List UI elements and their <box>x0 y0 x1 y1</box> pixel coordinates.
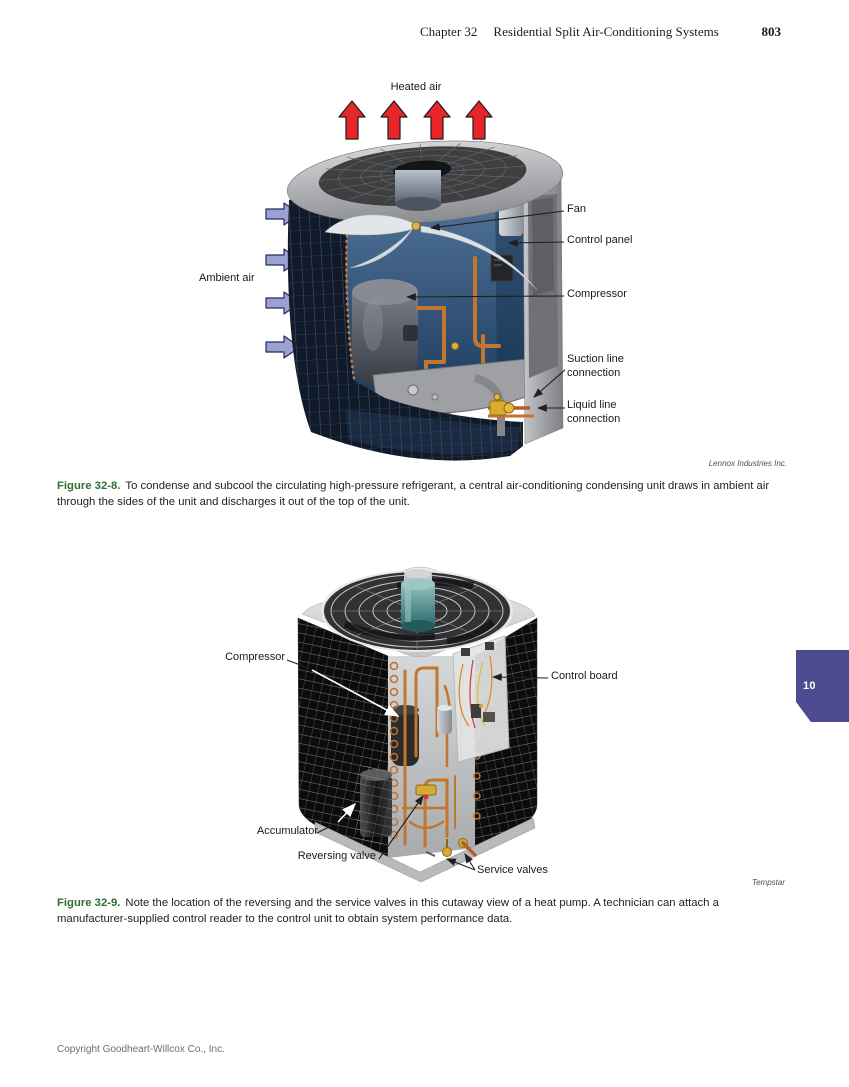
heated-air-arrows-icon <box>338 100 493 140</box>
callout-suction-line: Suction line connection <box>567 353 624 379</box>
callout-leader-lines <box>405 210 565 412</box>
base-rail <box>314 817 536 883</box>
callout-reversing-valve: Reversing valve <box>297 850 376 862</box>
chapter-title: Residential Split Air-Conditioning Syste… <box>493 24 719 39</box>
reversing-valve-shape <box>415 784 437 796</box>
white-leader-arrows <box>311 669 400 823</box>
callout-control-panel: Control panel <box>567 234 633 246</box>
coil-grille <box>287 188 523 461</box>
figure-32-8-text: To condense and subcool the circulating … <box>57 480 770 508</box>
heated-air-label: Heated air <box>390 81 442 93</box>
chapter-section-tab: 10 <box>796 650 849 722</box>
fan-shape <box>324 170 538 291</box>
callout-compressor: Compressor <box>567 288 627 300</box>
page-number: 803 <box>761 24 782 39</box>
fan-motor <box>401 569 435 632</box>
callout-compressor: Compressor <box>225 651 285 663</box>
callout-accumulator: Accumulator <box>256 825 318 837</box>
accumulator-shape <box>355 766 397 844</box>
ambient-air-label: Ambient air <box>199 272 255 284</box>
figure-credit: Tempstar <box>751 878 785 887</box>
callout-service-valves: Service valves <box>477 864 548 876</box>
heat-pump-cutaway-illustration <box>286 566 549 883</box>
callout-leader-lines <box>286 659 549 871</box>
callout-fan: Fan <box>567 203 586 215</box>
service-valves-shape <box>425 838 477 857</box>
control-board-shape <box>452 635 510 763</box>
figure-32-9-text: Note the location of the reversing and t… <box>57 897 719 925</box>
figure-credit: Lennox Industries Inc. <box>708 459 787 468</box>
running-head: Chapter 32 Residential Split Air-Conditi… <box>420 24 781 40</box>
condensing-unit-cutaway-illustration <box>287 140 565 461</box>
figure-32-9-caption: Figure 32-9.Note the location of the rev… <box>57 896 784 927</box>
figure-32-8-caption: Figure 32-8.To condense and subcool the … <box>57 479 784 510</box>
copyright-footer: Copyright Goodheart-Willcox Co., Inc. <box>57 1044 225 1055</box>
line-connections <box>473 374 534 436</box>
chapter-number: Chapter 32 <box>420 24 478 39</box>
section-tab-number: 10 <box>803 680 816 692</box>
right-panel <box>522 165 564 445</box>
callout-control-board: Control board <box>551 670 618 682</box>
figure-32-8-label: Figure 32-8. <box>57 480 121 492</box>
figure-32-9-label: Figure 32-9. <box>57 897 121 909</box>
callout-liquid-line: Liquid line connection <box>567 399 621 425</box>
compressor-shape <box>352 279 418 388</box>
